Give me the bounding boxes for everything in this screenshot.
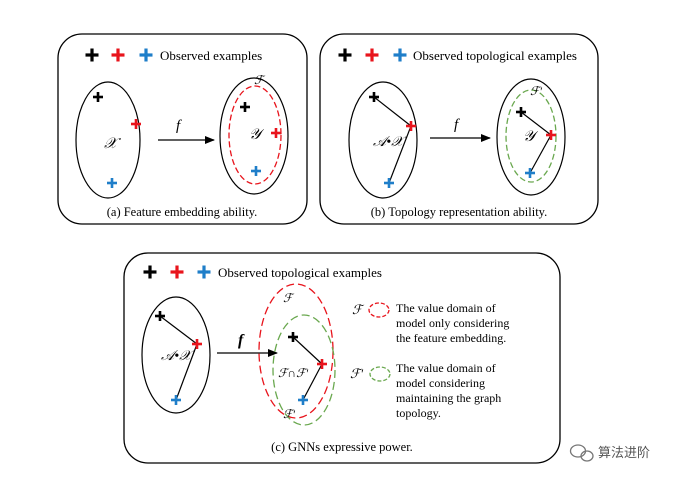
edge-line <box>159 315 198 345</box>
panel-c: Observed topological examples 𝒜•𝒳 f ℱ ℱ'… <box>123 252 561 464</box>
legend-blue-marker <box>393 48 407 62</box>
legend-black-marker <box>85 48 99 62</box>
panel-c-caption: (c) GNNs expressive power. <box>271 440 413 454</box>
panel-b: Observed topological examples 𝒜•𝒳 f ℱ' 𝒴… <box>319 33 599 225</box>
key-green-swatch <box>369 366 391 382</box>
panel-a: Observed examples 𝒳 f ℱ 𝒴 (a) Feature em… <box>57 33 308 225</box>
legend-blue-marker <box>197 265 211 279</box>
boundary-label: ℱ <box>254 73 266 87</box>
key-red-text-line-1: The value domain of <box>396 301 496 315</box>
legend-red-marker <box>365 48 379 62</box>
blue-point <box>251 166 261 176</box>
edge-line <box>373 96 412 127</box>
panel-b-legend: Observed topological examples <box>413 48 577 63</box>
edge-line <box>529 134 552 174</box>
red-point <box>271 128 281 138</box>
legend-black-marker <box>338 48 352 62</box>
green-boundary-label: ℱ' <box>283 407 295 421</box>
arrow-label: f <box>176 118 182 134</box>
watermark: 算法进阶 <box>569 444 650 462</box>
intersection-label: ℱ∩ℱ' <box>278 366 309 380</box>
blue-point <box>298 395 308 405</box>
watermark-text: 算法进阶 <box>598 446 650 461</box>
key-red-swatch <box>368 302 390 318</box>
codomain-ellipse <box>219 77 289 195</box>
key-red-text-line-2: model only considering <box>396 316 509 330</box>
domain-ellipse <box>348 81 418 199</box>
key-green-text-line-3: maintaining the graph <box>396 391 501 405</box>
black-point <box>93 92 103 102</box>
key-green-text-line-4: topology. <box>396 406 441 420</box>
edge-line <box>302 363 323 401</box>
panel-c-frame <box>123 252 561 464</box>
legend-black-marker <box>143 265 157 279</box>
feature-domain-boundary <box>228 85 282 185</box>
feature-domain-boundary <box>258 283 334 419</box>
domain-label: 𝒜•𝒳 <box>373 135 407 150</box>
domain-ellipse <box>75 81 141 199</box>
black-point <box>240 102 250 112</box>
blue-point <box>171 395 181 405</box>
panel-b-caption: (b) Topology representation ability. <box>371 205 548 219</box>
domain-label: 𝒜•𝒳 <box>161 349 195 364</box>
legend-red-marker <box>111 48 125 62</box>
topology-domain-boundary <box>272 314 336 426</box>
red-point <box>546 130 556 140</box>
codomain-ellipse <box>496 78 566 196</box>
key-green-text-line-2: model considering <box>396 376 485 390</box>
blue-point <box>384 178 394 188</box>
red-boundary-label: ℱ <box>283 291 295 305</box>
key-green-text-line-1: The value domain of <box>396 361 496 375</box>
legend-blue-marker <box>139 48 153 62</box>
codomain-label: 𝒴 <box>523 129 539 145</box>
edge-line <box>520 111 552 136</box>
legend-red-marker <box>170 265 184 279</box>
edge-line <box>175 343 198 401</box>
red-point <box>192 339 202 349</box>
key-green-symbol: ℱ' <box>350 366 363 381</box>
panel-b-frame <box>319 33 599 225</box>
panel-a-frame <box>57 33 308 225</box>
wechat-icon <box>569 444 594 462</box>
blue-point <box>525 168 535 178</box>
topology-domain-boundary <box>505 89 557 183</box>
black-point <box>155 311 165 321</box>
black-point <box>516 107 526 117</box>
arrow-label: f <box>454 117 460 133</box>
edge-line <box>292 336 323 365</box>
panel-a-legend: Observed examples <box>160 48 262 63</box>
edge-line <box>388 125 412 184</box>
domain-ellipse <box>141 296 211 414</box>
domain-label: 𝒳 <box>104 136 121 152</box>
arrow-label: f <box>238 332 245 349</box>
key-red-text-line-3: the feature embedding. <box>396 331 506 345</box>
panel-a-caption: (a) Feature embedding ability. <box>107 205 258 219</box>
panel-c-legend: Observed topological examples <box>218 265 382 280</box>
key-red-symbol: ℱ <box>352 302 365 317</box>
boundary-label: ℱ' <box>530 84 542 98</box>
blue-point <box>107 178 117 188</box>
codomain-label: 𝒴 <box>249 127 265 143</box>
